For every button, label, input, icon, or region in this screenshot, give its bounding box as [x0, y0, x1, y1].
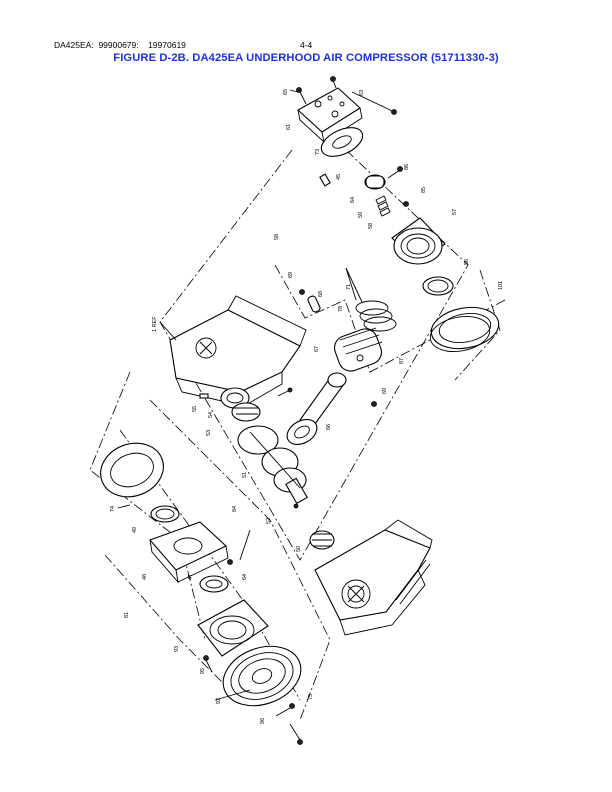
- drive-pulley: [222, 645, 302, 707]
- crankshaft: [237, 425, 308, 505]
- callout-71: 71: [346, 284, 352, 290]
- cylinder-rings: [422, 276, 500, 352]
- callout-61: 61: [286, 124, 292, 130]
- callout-63: 63: [359, 90, 365, 96]
- callout-81: 81: [124, 612, 130, 618]
- part-number: 99900679:: [98, 40, 139, 50]
- callout-50: 50: [296, 546, 302, 552]
- end-cover-seal: [100, 442, 164, 498]
- callout-67: 67: [314, 346, 320, 352]
- doc-id: DA425EA:: [54, 40, 94, 50]
- callout-45: 45: [336, 174, 342, 180]
- callout-58: 58: [368, 223, 374, 229]
- callout-86: 86: [404, 164, 410, 170]
- callout-68: 68: [318, 291, 324, 297]
- callout-49: 49: [132, 527, 138, 533]
- callout-57: 57: [452, 209, 458, 215]
- callout-47: 47: [188, 574, 194, 580]
- bearing-49: [150, 505, 180, 523]
- unloader-assembly: [319, 166, 409, 217]
- callout-52: 52: [266, 518, 272, 524]
- oil-seal: [199, 559, 233, 593]
- callout-66: 66: [326, 424, 332, 430]
- callout-93: 93: [174, 646, 180, 652]
- callout-64-lower: 64: [242, 574, 248, 580]
- document-header: DA425EA: 99900679: 19970619: [54, 40, 186, 50]
- crankcase-upper: [159, 295, 307, 407]
- piston-rings: [355, 300, 397, 332]
- valve-plate-gasket: [320, 127, 364, 157]
- page-number: 4-4: [300, 40, 313, 50]
- crank-key-and-bearing: [293, 503, 335, 550]
- mounting-flange: [197, 599, 269, 673]
- callout-55: 55: [192, 406, 198, 412]
- callout-95: 95: [200, 668, 206, 674]
- main-bearings: [199, 387, 261, 422]
- callout-92: 92: [216, 698, 222, 704]
- callout-85: 85: [421, 187, 427, 193]
- front-housing: [149, 521, 229, 584]
- wrist-pin: [299, 289, 377, 407]
- callout-98: 58: [274, 234, 280, 240]
- callout-53: 53: [206, 430, 212, 436]
- callout-74: 74: [110, 506, 116, 512]
- callout-64: 64: [350, 197, 356, 203]
- callout-69-bottom: 69: [382, 388, 388, 394]
- callout-56: 56: [464, 259, 470, 265]
- callout-78: 78: [338, 306, 344, 312]
- figure-title: FIGURE D-2B. DA425EA UNDERHOOD AIR COMPR…: [113, 52, 499, 64]
- callout-69-top: 69: [288, 272, 294, 278]
- callout-labels: 65 63 61 73 86 45 85 64 59 58 57 56 101 …: [110, 89, 504, 724]
- pulley-bolts: [275, 703, 303, 745]
- cylinder-block: [391, 217, 446, 265]
- callout-51: 51: [242, 472, 248, 478]
- cylinder-head: [297, 87, 363, 144]
- head-bolts: [296, 76, 397, 115]
- callout-75: 75: [308, 694, 314, 700]
- callout-101: 101: [498, 281, 504, 290]
- callout-73: 73: [315, 149, 321, 155]
- crankcase-lower: [314, 519, 433, 636]
- callout-1-ref: 1 REF: [152, 316, 158, 332]
- piston: [334, 327, 383, 372]
- doc-date: 19970619: [148, 40, 186, 50]
- callout-87: 87: [399, 358, 405, 364]
- callout-84: 84: [232, 506, 238, 512]
- callout-48: 48: [142, 574, 148, 580]
- connecting-rod: [277, 372, 347, 445]
- callout-54: 54: [208, 412, 214, 418]
- leader-lines: [117, 89, 387, 701]
- callout-59: 59: [358, 212, 364, 218]
- callout-65: 65: [283, 89, 289, 95]
- callout-96: 96: [260, 718, 266, 724]
